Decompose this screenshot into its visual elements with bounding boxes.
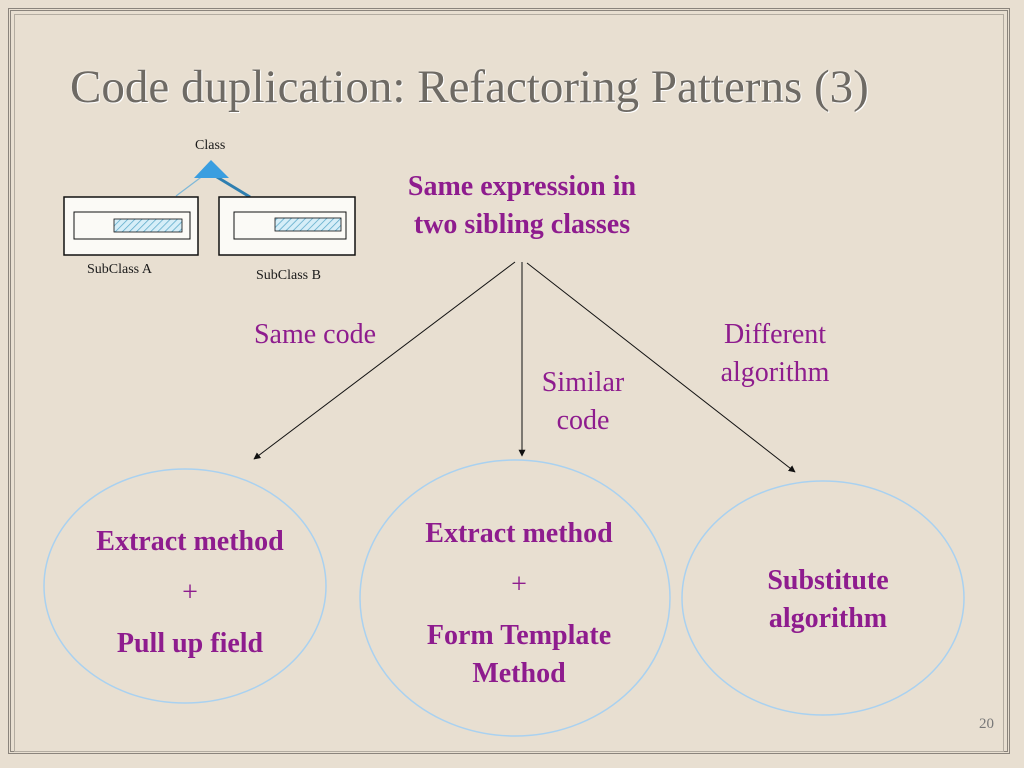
arrow-different-algorithm (526, 262, 796, 473)
outcome-middle-line-1: Extract method (425, 518, 613, 549)
outcome-ellipse-left (43, 468, 327, 704)
outcome-middle-line-2: Form Template (426, 620, 612, 651)
subclass-a-label: SubClass A (87, 262, 152, 277)
root-line-2: two sibling classes (413, 209, 631, 240)
outcome-right-line-1: Substitute (767, 565, 889, 596)
outcome-ellipse-middle (359, 459, 671, 737)
inheritance-triangle (194, 160, 229, 178)
branch-label-same-code: Same code (253, 319, 377, 350)
subclass-b-expression (274, 217, 342, 232)
outcome-middle-line-3: Method (472, 658, 566, 689)
different-algorithm-line-2: algorithm (720, 357, 830, 388)
root-node: Same expression in two sibling classes (362, 168, 682, 244)
class-hierarchy (63, 160, 356, 256)
different-algorithm-line-1: Different (723, 319, 827, 350)
outcome-left: Extract method + Pull up field (55, 516, 325, 669)
outcome-left-line-1: Extract method (96, 526, 284, 557)
outcome-right: Substitute algorithm (713, 562, 943, 638)
parent-class-label: Class (195, 138, 226, 153)
page-number: 20 (979, 716, 994, 732)
slide-inner-frame (14, 14, 1004, 752)
slide-frame (8, 8, 1010, 754)
arrow-same-code (253, 261, 516, 460)
outcome-left-line-2: Pull up field (116, 628, 264, 659)
outcome-right-line-2: algorithm (768, 603, 888, 634)
outcome-middle-plus: + (511, 569, 527, 600)
similar-code-line-2: code (556, 405, 610, 436)
subclass-a-expression (113, 218, 183, 233)
slide-title: Code duplication: Refactoring Patterns (… (70, 61, 869, 113)
outcome-ellipse-right (681, 480, 965, 716)
similar-code-line-1: Similar (541, 367, 625, 398)
root-line-1: Same expression in (407, 171, 637, 202)
branch-label-similar-code: Similar code (520, 364, 646, 440)
outcome-middle: Extract method + Form Template Method (380, 508, 658, 693)
subclass-b-label: SubClass B (256, 268, 321, 283)
outcome-left-plus: + (182, 577, 198, 608)
branch-label-different-algorithm: Different algorithm (690, 316, 860, 392)
